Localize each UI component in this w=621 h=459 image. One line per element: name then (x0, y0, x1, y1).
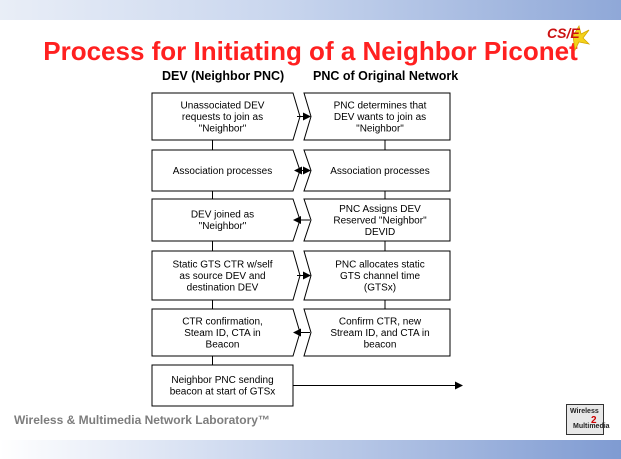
right-box-line: Stream ID, and CTA in (330, 328, 429, 339)
left-box-line: Unassociated DEV (181, 100, 265, 111)
right-box-text: Association processes (330, 166, 430, 177)
logo-digit: 2 (591, 415, 597, 426)
footer-lab-name: Wireless & Multimedia Network Laboratory… (14, 413, 270, 427)
left-box (151, 308, 301, 357)
left-box-line: Neighbor PNC sending (171, 375, 273, 386)
left-box (151, 364, 294, 407)
cse-logo-icon: CS/E (545, 22, 591, 60)
top-banner (0, 0, 621, 20)
right-box (303, 308, 451, 357)
left-column-header: DEV (Neighbor PNC) (162, 69, 285, 83)
right-box-line: PNC determines that (334, 100, 427, 111)
right-box (303, 250, 451, 301)
right-box-line: Confirm CTR, new (339, 316, 422, 327)
left-box-line: Steam ID, CTA in (184, 328, 261, 339)
right-box-line: (GTSx) (364, 282, 396, 293)
left-box-line: Static GTS CTR w/self (172, 259, 272, 270)
left-box-line: as source DEV and (179, 271, 265, 282)
right-box-line: GTS channel time (340, 271, 420, 282)
left-box-line: beacon at start of GTSx (170, 387, 276, 398)
right-box-line: "Neighbor" (356, 123, 404, 134)
right-box-line: DEV wants to join as (334, 112, 426, 123)
left-box-text: Association processes (173, 166, 273, 177)
right-box (303, 198, 451, 242)
right-box-line: Reserved "Neighbor" (333, 215, 427, 226)
left-box-line: requests to join as (182, 112, 263, 123)
left-box-line: "Neighbor" (199, 123, 247, 134)
left-box (151, 198, 301, 242)
left-box-line: Beacon (206, 339, 240, 350)
bottom-banner (0, 440, 621, 459)
right-box-line: PNC allocates static (335, 259, 424, 270)
right-box-line: beacon (364, 339, 397, 350)
logo-text: CS/E (547, 25, 580, 41)
left-box-text: DEV joined as"Neighbor" (191, 210, 254, 233)
slide-title: Process for Initiating of a Neighbor Pic… (43, 36, 578, 66)
left-box-line: "Neighbor" (199, 221, 247, 232)
left-box (151, 92, 301, 141)
left-box (151, 149, 301, 192)
right-box-line: DEVID (365, 227, 396, 238)
logo-line1: Wireless (570, 408, 599, 415)
right-box-line: Association processes (330, 166, 430, 177)
left-box (151, 250, 301, 301)
left-box-line: DEV joined as (191, 210, 254, 221)
wireless-multimedia-logo-icon: Wireless 2 Multimedia (566, 404, 610, 435)
left-box-line: CTR confirmation, (182, 316, 263, 327)
left-box-line: Association processes (173, 166, 273, 177)
left-box-line: destination DEV (187, 282, 259, 293)
logo-line2: Multimedia (573, 423, 610, 430)
right-box-line: PNC Assigns DEV (339, 204, 421, 215)
right-column-header: PNC of Original Network (313, 69, 459, 83)
